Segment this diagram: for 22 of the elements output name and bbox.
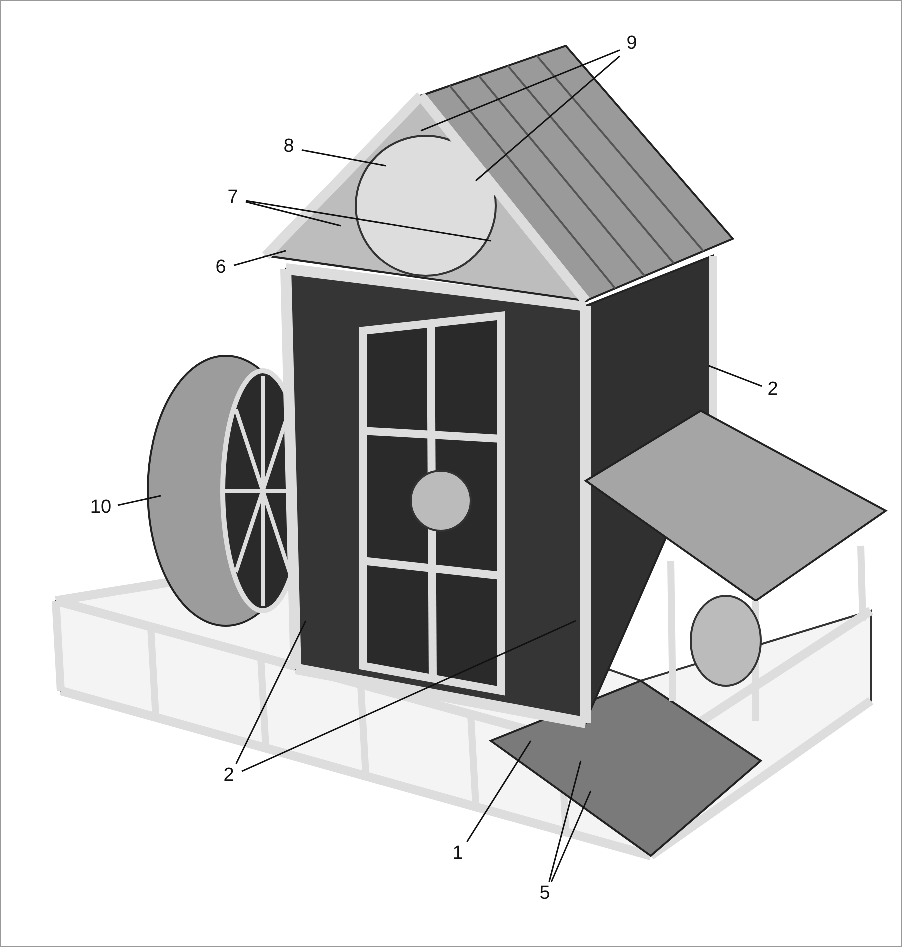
callout-number: 1	[449, 843, 467, 865]
leader-line	[302, 150, 386, 167]
leader-line	[118, 495, 162, 506]
leader-line	[246, 200, 492, 242]
leader-line	[708, 365, 762, 388]
callout-number: 8	[279, 136, 299, 158]
callout-number: 2	[763, 379, 783, 401]
leader-line	[420, 50, 620, 132]
callout-number: 5	[535, 883, 555, 905]
leader-line	[466, 740, 532, 842]
callout-number: 9	[621, 33, 643, 55]
leader-line	[246, 201, 342, 227]
leader-line	[234, 250, 286, 266]
leader-line	[550, 790, 592, 882]
leader-line	[548, 760, 582, 882]
leader-line	[242, 620, 576, 772]
callout-number: 7	[223, 187, 243, 209]
callout-number: 10	[87, 497, 115, 519]
leader-line	[236, 620, 307, 764]
leader-line	[476, 56, 620, 182]
callout-number: 6	[211, 257, 231, 279]
callout-number: 2	[219, 765, 239, 787]
